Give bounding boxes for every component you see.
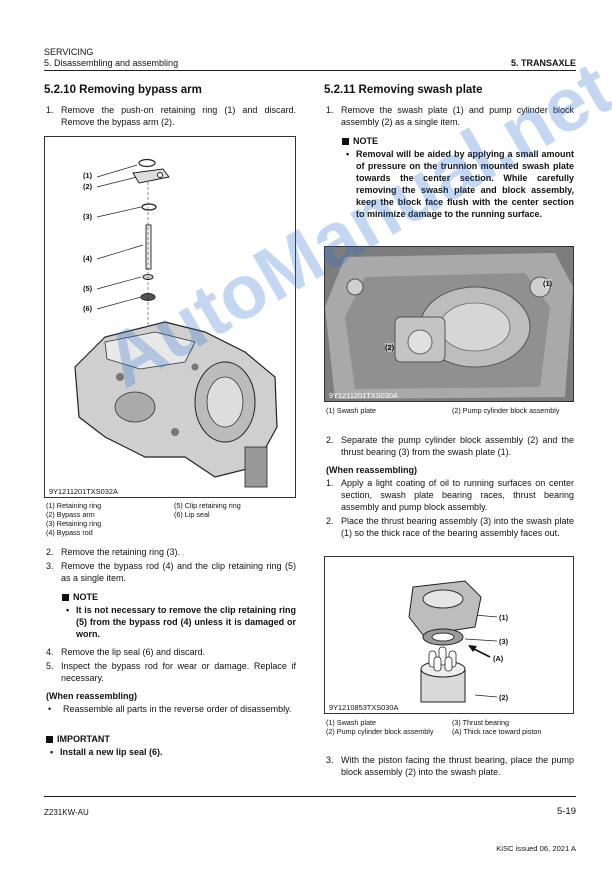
caption-1: (1) Retaining ring (46, 501, 102, 510)
caption-4: (4) Bypass rod (46, 528, 93, 537)
caption-3: (3) Retaining ring (46, 519, 102, 528)
left-important-bullet: •Install a new lip seal (6). (50, 747, 163, 757)
left-note-head: NOTE (62, 592, 98, 602)
left-step-5: 5.Inspect the bypass rod for wear or dam… (46, 661, 296, 683)
photo-label-2: (2) (385, 343, 395, 352)
thrust-bearing-figure: (1) (3) (A) (2) 9Y1210853TXS030A (324, 556, 574, 714)
transaxle-exploded-diagram (74, 158, 278, 488)
fig-label-3: (3) (83, 212, 93, 221)
caption-5: (5) Clip retaining ring (174, 501, 241, 510)
swash-plate-exploded-drawing (408, 580, 498, 703)
fig-code: 9Y1211201TXS032A (49, 487, 118, 496)
fig-label-4: (4) (83, 254, 93, 263)
swash-plate-photo: (1) (2) 9Y1211201TXS030A (324, 246, 574, 402)
fig2-caption-1: (1) Swash plate (326, 718, 376, 727)
swash-plate-photo-drawing (325, 247, 573, 401)
fig2-caption-4: (A) Thick race toward piston (452, 727, 542, 736)
fig2-label-2: (2) (499, 693, 509, 702)
header-chapter: 5. TRANSAXLE (510, 58, 576, 68)
left-step-3: 3.Remove the bypass rod (4) and the clip… (46, 561, 296, 583)
fig2-label-1: (1) (499, 613, 509, 622)
right-r-step-2: 2.Place the thrust bearing assembly (3) … (326, 516, 574, 538)
right-step-1: 1.Remove the swash plate (1) and pump cy… (326, 105, 574, 127)
fig2-label-3: (3) (499, 637, 509, 646)
caption-6: (6) Lip seal (174, 510, 210, 519)
photo-code: 9Y1211201TXS030A (329, 391, 398, 400)
footer-page: 5-19 (556, 806, 576, 817)
left-step-1: 1.Remove the push-on retaining ring (1) … (46, 105, 296, 127)
right-note-bullet: •Removal will be aided by applying a sma… (346, 149, 574, 219)
fig-label-1: (1) (83, 171, 93, 180)
header-subsection: 5. Disassembling and assembling (44, 58, 179, 68)
left-step-2: 2.Remove the retaining ring (3). (46, 547, 181, 557)
caption-2: (2) Bypass arm (46, 510, 95, 519)
left-reassemble-bullet: •Reassemble all parts in the reverse ord… (48, 704, 292, 714)
left-note-bullet: •It is not necessary to remove the clip … (66, 605, 296, 639)
right-reassembling: (When reassembling) (326, 465, 418, 475)
fig2-label-a: (A) (493, 654, 504, 663)
fig-label-5: (5) (83, 284, 93, 293)
photo-caption-2: (2) Pump cylinder block assembly (452, 406, 560, 415)
left-important-head: IMPORTANT (46, 734, 110, 744)
right-note-head: NOTE (342, 136, 378, 146)
right-title: 5.2.11 Removing swash plate (324, 84, 483, 96)
fig2-code: 9Y1210853TXS030A (329, 703, 399, 712)
fig2-caption-2: (2) Pump cylinder block assembly (326, 727, 434, 736)
photo-label-1: (1) (543, 279, 553, 288)
footer-model: Z231KW-AU (44, 808, 89, 817)
important-square-icon (46, 735, 53, 743)
left-title: 5.2.10 Removing bypass arm (44, 84, 202, 96)
right-r-step-3: 3.With the piston facing the thrust bear… (326, 755, 574, 777)
fig-label-2: (2) (83, 182, 93, 191)
footer-issued: KiSC issued 06, 2021 A (496, 844, 576, 853)
note-square-icon (342, 137, 349, 145)
photo-caption-1: (1) Swash plate (326, 406, 376, 415)
right-r-step-1: 1.Apply a light coating of oil to runnin… (326, 478, 574, 512)
header-rule (44, 70, 576, 71)
right-step-2: 2.Separate the pump cylinder block assem… (326, 435, 574, 457)
left-step-4: 4.Remove the lip seal (6) and discard. (46, 647, 206, 657)
header-section: SERVICING (44, 47, 94, 57)
footer-rule (44, 796, 576, 797)
fig2-caption-3: (3) Thrust bearing (452, 718, 510, 727)
bypass-arm-figure: (1) (2) (3) (4) (5) (6) 9Y1211201TXS032A (44, 136, 296, 498)
left-reassembling: (When reassembling) (46, 691, 138, 701)
note-square-icon (62, 593, 69, 601)
fig-label-6: (6) (83, 304, 93, 313)
